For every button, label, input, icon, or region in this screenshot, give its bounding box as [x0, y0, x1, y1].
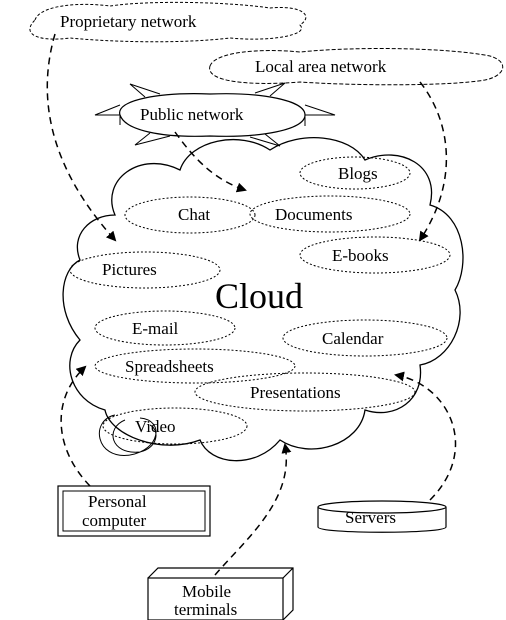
local-area-network-shape	[209, 48, 503, 86]
video-label: Video	[135, 417, 176, 436]
ebooks-label: E-books	[332, 246, 389, 265]
content-bubbles	[69, 156, 451, 445]
personal-computer-box	[57, 485, 211, 537]
proprietary-network-shape	[29, 1, 307, 43]
documents-label: Documents	[275, 205, 352, 224]
arrow-public	[174, 131, 247, 193]
video-loops	[99, 414, 157, 456]
cloud-label: Cloud	[215, 276, 303, 316]
calendar-label: Calendar	[322, 329, 384, 348]
arrow-personal-computer	[60, 365, 91, 487]
spreadsheets-label: Spreadsheets	[125, 357, 214, 376]
arrow-mobile	[214, 443, 292, 576]
proprietary-network-label: Proprietary network	[60, 12, 197, 31]
cloud-shape	[62, 137, 464, 462]
public-network-label: Public network	[140, 105, 244, 124]
arrow-proprietary	[46, 33, 117, 242]
mobile-label-line2: terminals	[174, 600, 237, 619]
presentations-label: Presentations	[250, 383, 341, 402]
mobile-label-line1: Mobile	[182, 582, 231, 601]
chat-label: Chat	[178, 205, 210, 224]
mobile-terminals-box	[147, 567, 294, 620]
arrow-local-area	[418, 81, 447, 242]
email-label: E-mail	[132, 319, 179, 338]
servers-label: Servers	[345, 508, 396, 527]
personal-computer-label-line2: computer	[82, 511, 147, 530]
pictures-label: Pictures	[102, 260, 157, 279]
connection-arrows	[46, 33, 457, 576]
local-area-network-label: Local area network	[255, 57, 387, 76]
blogs-label: Blogs	[338, 164, 378, 183]
public-network-rays	[94, 82, 336, 147]
arrow-servers	[394, 371, 457, 501]
personal-computer-label-line1: Personal	[88, 492, 147, 511]
servers-cylinder	[317, 500, 447, 533]
